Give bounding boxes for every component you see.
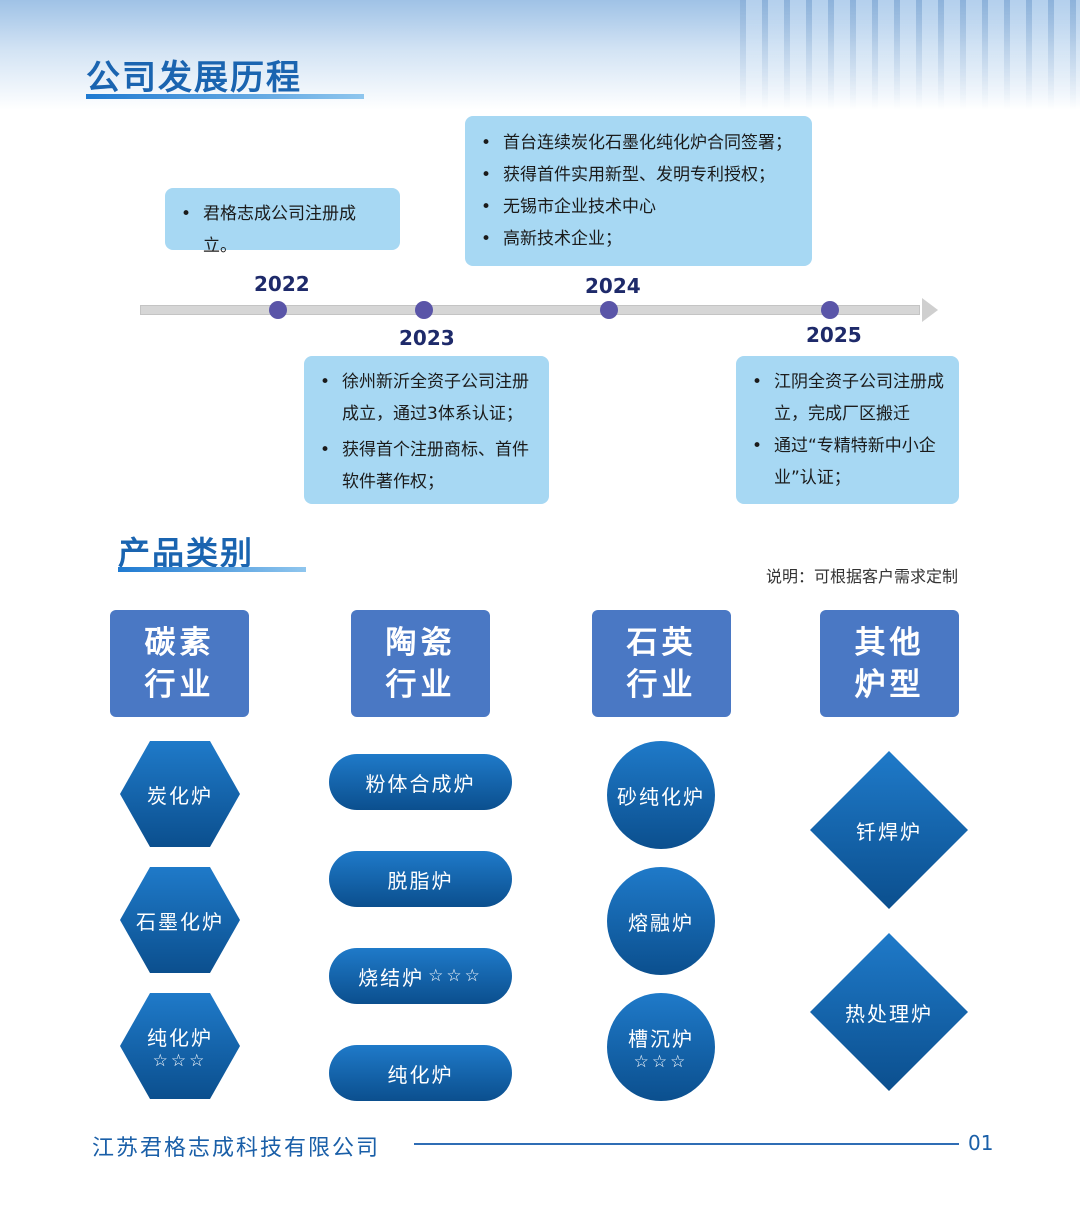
year-2023: 2023	[399, 326, 455, 350]
header-banner	[0, 0, 1080, 110]
timeline-dot-2024	[600, 301, 618, 319]
product-label: 砂纯化炉	[617, 784, 705, 809]
timeline-item: 无锡市企业技术中心	[481, 191, 798, 223]
product-debinding-furnace: 脱脂炉	[329, 851, 512, 907]
year-2022: 2022	[254, 272, 310, 296]
product-sand-purification-furnace: 砂纯化炉	[607, 741, 715, 849]
timeline-axis	[140, 298, 938, 322]
year-2025: 2025	[806, 323, 862, 347]
product-label: 钎焊炉	[856, 819, 922, 844]
category-line: 行业	[144, 667, 215, 703]
product-sintering-furnace: 烧结炉 ☆☆☆	[329, 948, 512, 1004]
timeline-dot-2025	[821, 301, 839, 319]
category-ceramic: 陶瓷 行业	[351, 610, 490, 717]
category-carbon: 碳素 行业	[110, 610, 249, 717]
product-brazing-furnace: 钎焊炉	[810, 751, 968, 909]
products-title: 产品类别	[118, 534, 255, 572]
category-line: 其他	[854, 625, 925, 661]
product-label: 烧结炉	[358, 965, 425, 990]
timeline-dot-2023	[415, 301, 433, 319]
timeline-item: 获得首个注册商标、首件软件著作权；	[320, 434, 535, 498]
product-heat-treatment-furnace: 热处理炉	[810, 933, 968, 1091]
category-line: 碳素	[144, 625, 215, 661]
product-label: 热处理炉	[845, 1001, 933, 1026]
footer-company-name: 江苏君格志成科技有限公司	[92, 1136, 381, 1161]
product-purification-furnace: 纯化炉 ☆☆☆	[120, 993, 240, 1099]
timeline-box-2024: 首台连续炭化石墨化纯化炉合同签署； 获得首件实用新型、发明专利授权； 无锡市企业…	[465, 116, 812, 266]
product-label: 槽沉炉	[628, 1026, 694, 1051]
category-line: 炉型	[854, 667, 925, 703]
timeline-box-2025: 江阴全资子公司注册成立，完成厂区搬迁 通过“专精特新中小企业”认证；	[736, 356, 959, 504]
history-title-underline	[86, 94, 364, 99]
timeline-box-2022: 君格志成公司注册成立。	[165, 188, 400, 256]
star-rating-icon: ☆☆☆	[152, 1050, 208, 1071]
footer-divider	[414, 1143, 959, 1145]
product-label: 纯化炉	[387, 1062, 454, 1087]
star-rating-icon: ☆☆☆	[633, 1051, 689, 1072]
timeline-item: 高新技术企业；	[481, 223, 798, 255]
timeline-item: 君格志成公司注册成立。	[181, 198, 386, 262]
category-line: 行业	[626, 667, 697, 703]
category-other: 其他 炉型	[820, 610, 959, 717]
star-rating-icon: ☆☆☆	[428, 966, 483, 986]
product-label: 熔融炉	[628, 910, 694, 935]
timeline-item: 江阴全资子公司注册成立，完成厂区搬迁	[752, 366, 945, 430]
category-line: 行业	[385, 667, 456, 703]
timeline-item: 获得首件实用新型、发明专利授权；	[481, 159, 798, 191]
page-number: 01	[968, 1131, 994, 1155]
timeline-item: 徐州新沂全资子公司注册成立，通过3体系认证；	[320, 366, 535, 430]
timeline-arrow-icon	[922, 298, 938, 322]
history-title: 公司发展历程	[86, 58, 302, 98]
customization-note: 说明：可根据客户需求定制	[765, 567, 958, 586]
timeline-dot-2022	[269, 301, 287, 319]
timeline-item: 通过“专精特新中小企业”认证；	[752, 430, 945, 494]
product-label: 脱脂炉	[387, 868, 454, 893]
product-powder-synthesis-furnace: 粉体合成炉	[329, 754, 512, 810]
category-line: 石英	[626, 625, 697, 661]
product-slumping-furnace: 槽沉炉 ☆☆☆	[607, 993, 715, 1101]
product-ceramic-purification-furnace: 纯化炉	[329, 1045, 512, 1101]
timeline-bar	[140, 305, 920, 315]
category-line: 陶瓷	[385, 625, 456, 661]
timeline-item: 首台连续炭化石墨化纯化炉合同签署；	[481, 127, 798, 159]
product-label: 炭化炉	[147, 783, 213, 808]
category-quartz: 石英 行业	[592, 610, 731, 717]
product-label: 石墨化炉	[136, 909, 224, 934]
year-2024: 2024	[585, 274, 641, 298]
product-label: 纯化炉	[147, 1025, 213, 1050]
product-carbonization-furnace: 炭化炉	[120, 741, 240, 847]
product-melting-furnace: 熔融炉	[607, 867, 715, 975]
product-graphitization-furnace: 石墨化炉	[120, 867, 240, 973]
products-title-underline	[118, 567, 306, 572]
timeline-box-2023: 徐州新沂全资子公司注册成立，通过3体系认证； 获得首个注册商标、首件软件著作权；	[304, 356, 549, 504]
product-label: 粉体合成炉	[365, 771, 476, 796]
